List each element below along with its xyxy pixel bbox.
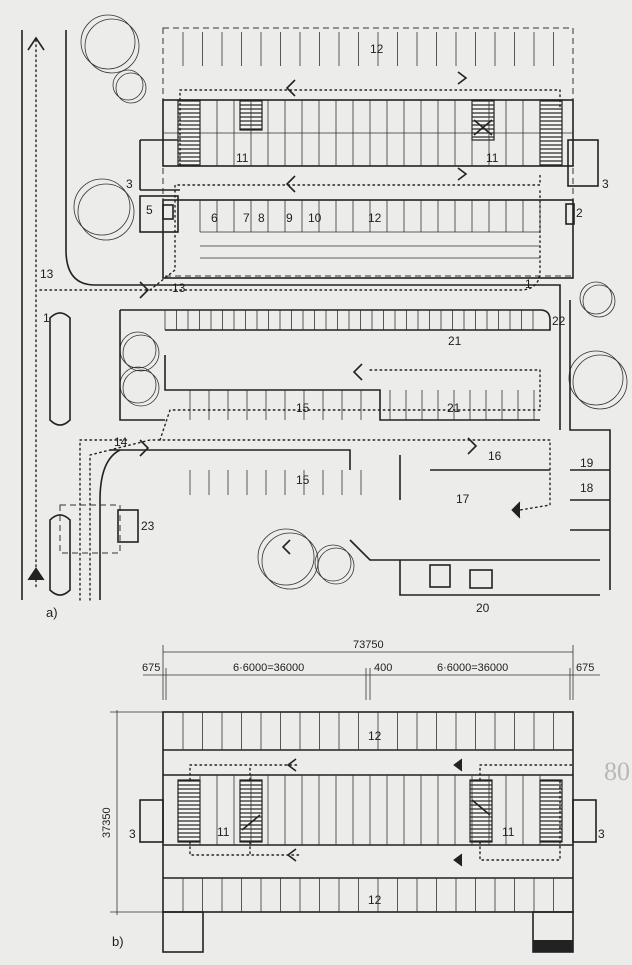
lower-lot — [59, 284, 611, 600]
dim-edge-left: 675 — [142, 662, 160, 674]
traffic-routes-a — [39, 71, 561, 601]
label-3-right: 3 — [602, 177, 609, 191]
label-9: 9 — [286, 211, 293, 225]
garage-outline-b — [139, 711, 597, 953]
label-b-11-right: 11 — [502, 825, 515, 839]
label-2: 2 — [576, 206, 583, 220]
label-6: 6 — [211, 211, 218, 225]
label-b-3-right: 3 — [598, 827, 605, 841]
label-10: 10 — [308, 211, 322, 225]
dim-gap: 400 — [374, 662, 392, 674]
label-12-top: 12 — [370, 42, 384, 56]
parking-stalls-b — [182, 712, 554, 912]
label-22: 22 — [552, 314, 566, 328]
label-19: 19 — [580, 456, 594, 470]
dim-bays-right: 6·6000=36000 — [437, 662, 508, 674]
site-plan-a: 12 11 11 3 3 5 6 7 8 9 10 12 2 1 13 13 1… — [21, 14, 628, 620]
label-11-right: 11 — [486, 151, 499, 165]
dimension-lines: 73750 675 6·6000=36000 400 6·6000=36000 … — [101, 639, 600, 915]
label-7: 7 — [243, 211, 250, 225]
label-16: 16 — [488, 449, 502, 463]
trees — [73, 14, 628, 590]
label-b-12-bottom: 12 — [368, 893, 382, 907]
margin-note: 80 — [604, 757, 630, 786]
plan-a-labels: 12 11 11 3 3 5 6 7 8 9 10 12 2 1 13 13 1… — [40, 42, 609, 620]
garage-building — [139, 27, 599, 279]
label-3-left: 3 — [126, 177, 133, 191]
label-8: 8 — [258, 211, 265, 225]
label-b-12-top: 12 — [368, 729, 382, 743]
dim-edge-right: 675 — [576, 662, 594, 674]
label-18: 18 — [580, 481, 594, 495]
label-15-top: 15 — [296, 401, 310, 415]
parking-stalls-a — [164, 32, 554, 495]
dim-bays-left: 6·6000=36000 — [233, 662, 304, 674]
label-1-left: 1 — [43, 311, 50, 325]
label-17: 17 — [456, 492, 470, 506]
label-23: 23 — [141, 519, 155, 533]
label-15-bottom: 15 — [296, 473, 310, 487]
plan-b-labels: 12 11 11 3 3 12 b) — [112, 729, 605, 949]
label-5: 5 — [146, 203, 153, 217]
label-b-3-left: 3 — [129, 827, 136, 841]
dim-total-width: 73750 — [353, 639, 384, 651]
label-20: 20 — [476, 601, 490, 615]
label-11-left: 11 — [236, 151, 249, 165]
main-road — [21, 30, 160, 600]
caption-b: b) — [112, 934, 124, 949]
label-1-right: 1 — [525, 277, 532, 291]
label-21-top: 21 — [448, 334, 462, 348]
dim-depth: 37350 — [101, 807, 113, 838]
label-12-middle: 12 — [368, 211, 382, 225]
label-13-right: 13 — [172, 281, 186, 295]
label-21-bottom: 21 — [447, 401, 461, 415]
label-14: 14 — [114, 435, 128, 449]
label-13-left: 13 — [40, 267, 54, 281]
floor-plan-b: 73750 675 6·6000=36000 400 6·6000=36000 … — [101, 639, 605, 953]
ramps-b — [177, 779, 563, 843]
traffic-routes-b — [189, 758, 576, 867]
caption-a: a) — [46, 605, 58, 620]
label-b-11-left: 11 — [217, 825, 230, 839]
